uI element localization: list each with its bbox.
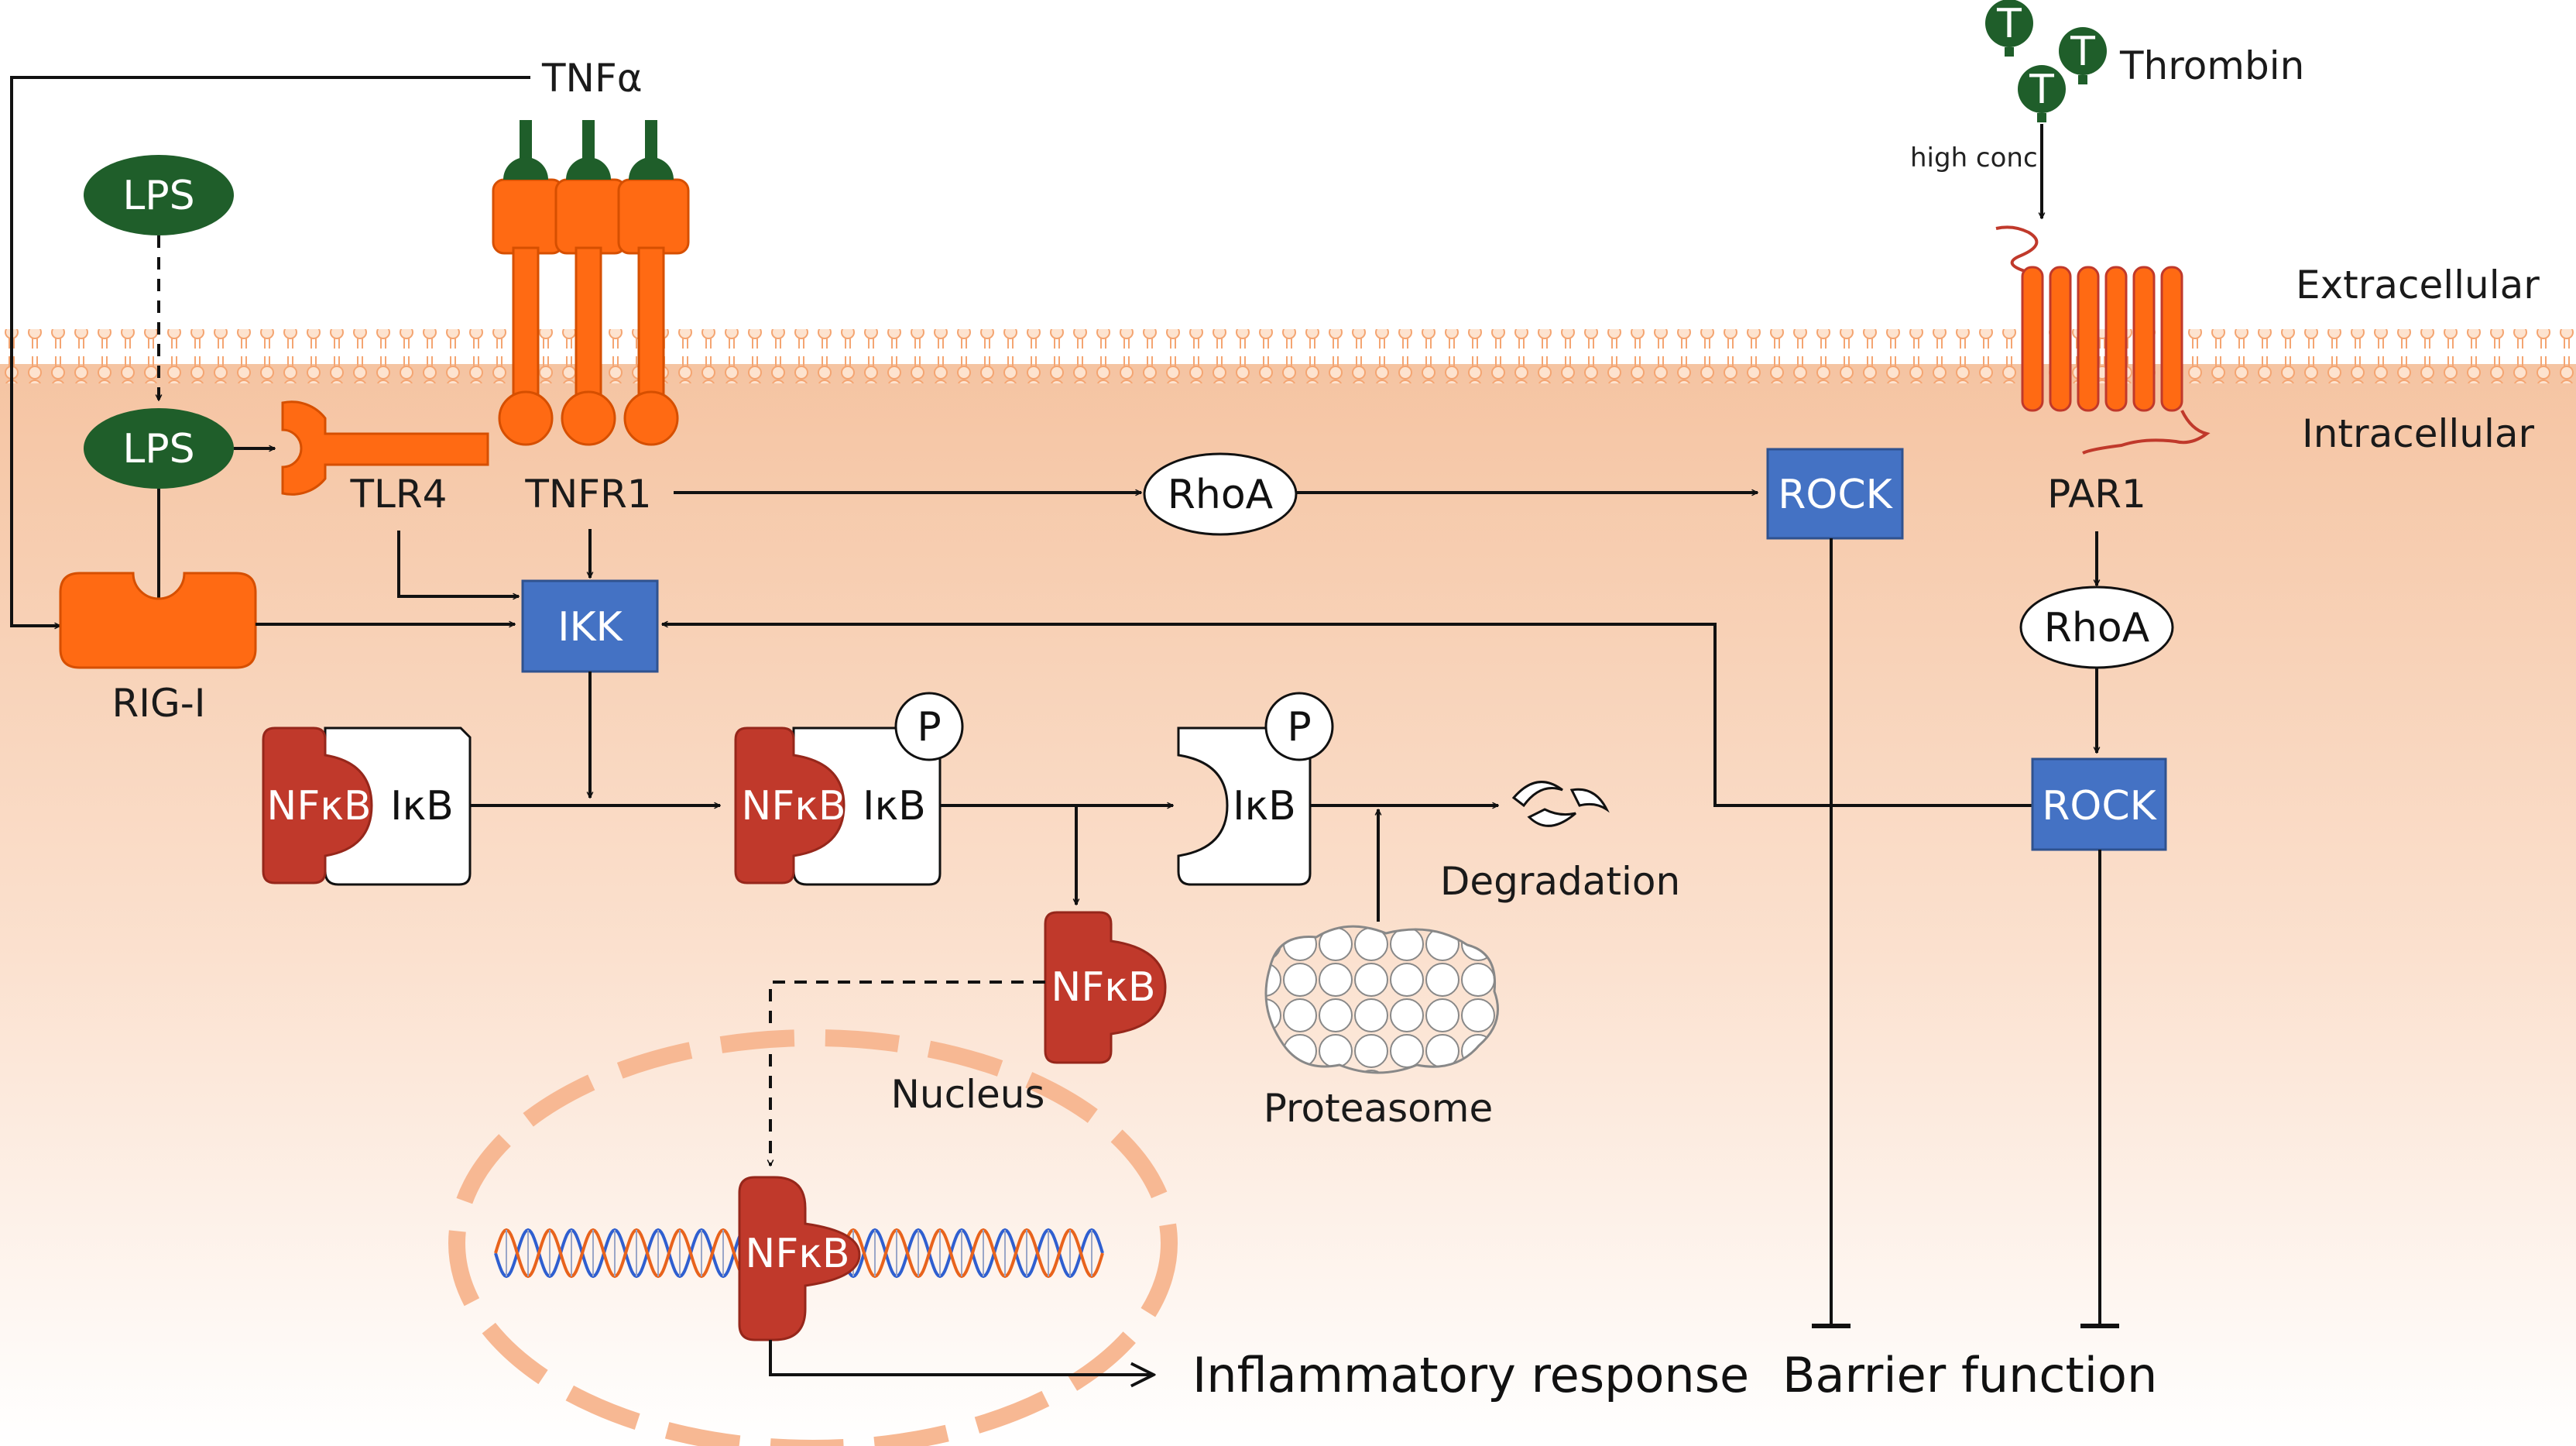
rhoa-label-1: RhoA bbox=[1168, 472, 1274, 518]
proteasome bbox=[1264, 925, 1499, 1074]
barrier-function-label: Barrier function bbox=[1782, 1347, 2157, 1403]
degradation-fragments bbox=[1511, 781, 1610, 827]
lps-inner-node bbox=[84, 408, 234, 489]
ikb-label-2: IκB bbox=[863, 783, 926, 829]
rock-node-1 bbox=[1766, 448, 1904, 540]
ikb-label-1: IκB bbox=[390, 783, 454, 829]
tnfa-loop-arrow bbox=[10, 76, 530, 626]
thrombin-t-3: T bbox=[2029, 67, 2054, 113]
thrombin-molecules bbox=[1985, 0, 2107, 122]
rock-label-1: ROCK bbox=[1778, 472, 1893, 518]
ikb-label-3: IκB bbox=[1233, 783, 1296, 829]
tnfa-label: TNFα bbox=[541, 56, 643, 101]
rhoa-label-2: RhoA bbox=[2044, 605, 2150, 651]
ikk-node bbox=[521, 579, 659, 673]
nfkb-free-label: NFκB bbox=[1051, 964, 1155, 1011]
intracellular-label: Intracellular bbox=[2302, 411, 2534, 456]
tnfa-ligands bbox=[503, 120, 674, 180]
nucleus-envelope bbox=[448, 1029, 1178, 1446]
thrombin-label: Thrombin bbox=[2119, 43, 2304, 88]
tnfr1-label: TNFR1 bbox=[524, 472, 651, 517]
nfkb-label-2: NFκB bbox=[741, 783, 846, 829]
inflammatory-response-label: Inflammatory response bbox=[1192, 1347, 1749, 1403]
extracellular-label: Extracellular bbox=[2296, 263, 2540, 307]
thrombin-t-2: T bbox=[2070, 29, 2095, 75]
nfkb-ikb-complex-2 bbox=[734, 692, 964, 886]
lps-outer-node bbox=[84, 155, 234, 235]
nfkb-to-inflammation-arrow bbox=[769, 1340, 1154, 1375]
rig-i-receptor bbox=[59, 572, 257, 669]
proteasome-label: Proteasome bbox=[1264, 1086, 1493, 1131]
degradation-label: Degradation bbox=[1440, 859, 1680, 904]
phospho-label-2: P bbox=[917, 704, 941, 750]
lps-outer-label: LPS bbox=[122, 173, 194, 219]
nfkb-dna-label: NFκB bbox=[745, 1231, 849, 1277]
ikb-phospho bbox=[1177, 692, 1334, 886]
nfkb-to-nucleus-arrow bbox=[770, 981, 1045, 1166]
tlr4-receptor bbox=[281, 400, 489, 496]
rig-i-label: RIG-I bbox=[111, 681, 205, 726]
rock2-to-ikk-arrow bbox=[662, 624, 2032, 807]
par1-receptor bbox=[1995, 225, 2211, 455]
tnfr1-receptor bbox=[492, 178, 690, 446]
phospho-label-3: P bbox=[1287, 704, 1311, 750]
tlr4-to-ikk-arrow bbox=[397, 531, 519, 596]
rock-label-2: ROCK bbox=[2042, 783, 2157, 829]
nfkb-free bbox=[1044, 911, 1167, 1064]
nfkb-dna-bound bbox=[738, 1176, 861, 1341]
par1-label: PAR1 bbox=[2047, 472, 2146, 517]
cytoplasm-background bbox=[0, 364, 2576, 1446]
nfkb-ikb-complex-1 bbox=[262, 726, 472, 886]
tlr4-label: TLR4 bbox=[350, 472, 448, 517]
high-conc-label: high conc. bbox=[1910, 143, 2046, 173]
thrombin-t-1: T bbox=[1996, 1, 2022, 47]
cell-membrane bbox=[0, 329, 2576, 383]
nucleus-label: Nucleus bbox=[891, 1072, 1045, 1117]
lps-inner-label: LPS bbox=[122, 426, 194, 472]
ikk-label: IKK bbox=[557, 604, 623, 651]
nfkb-label-1: NFκB bbox=[266, 783, 371, 829]
